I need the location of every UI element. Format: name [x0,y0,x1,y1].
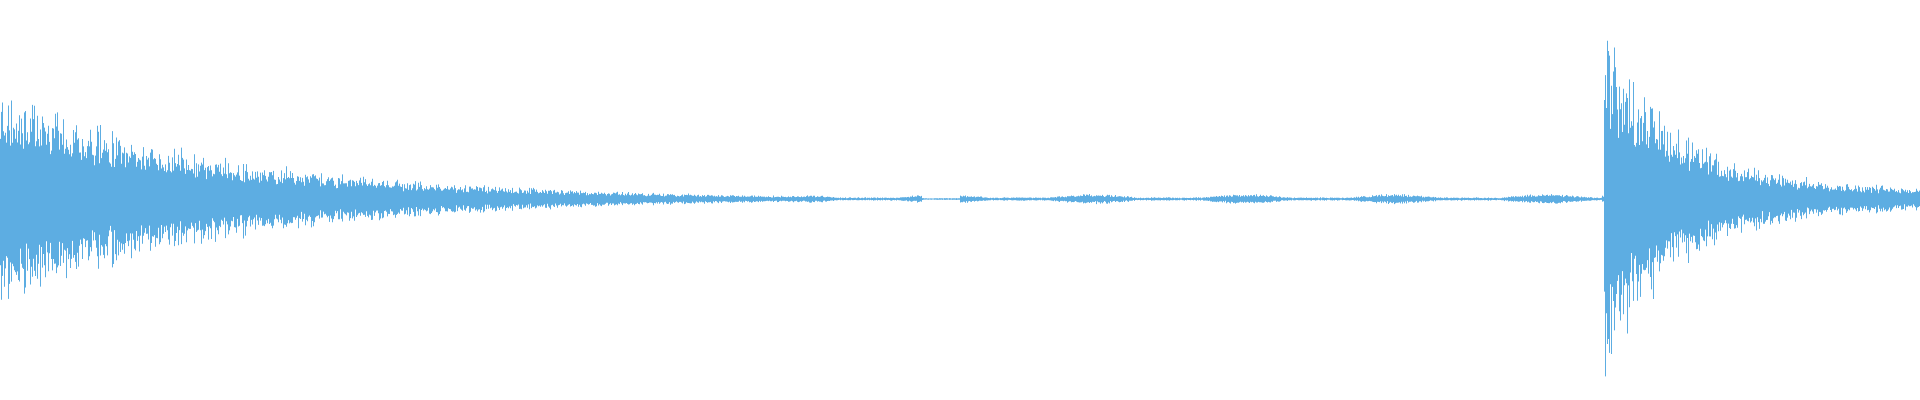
waveform-samples [0,40,1920,377]
waveform-trace [0,40,1920,377]
